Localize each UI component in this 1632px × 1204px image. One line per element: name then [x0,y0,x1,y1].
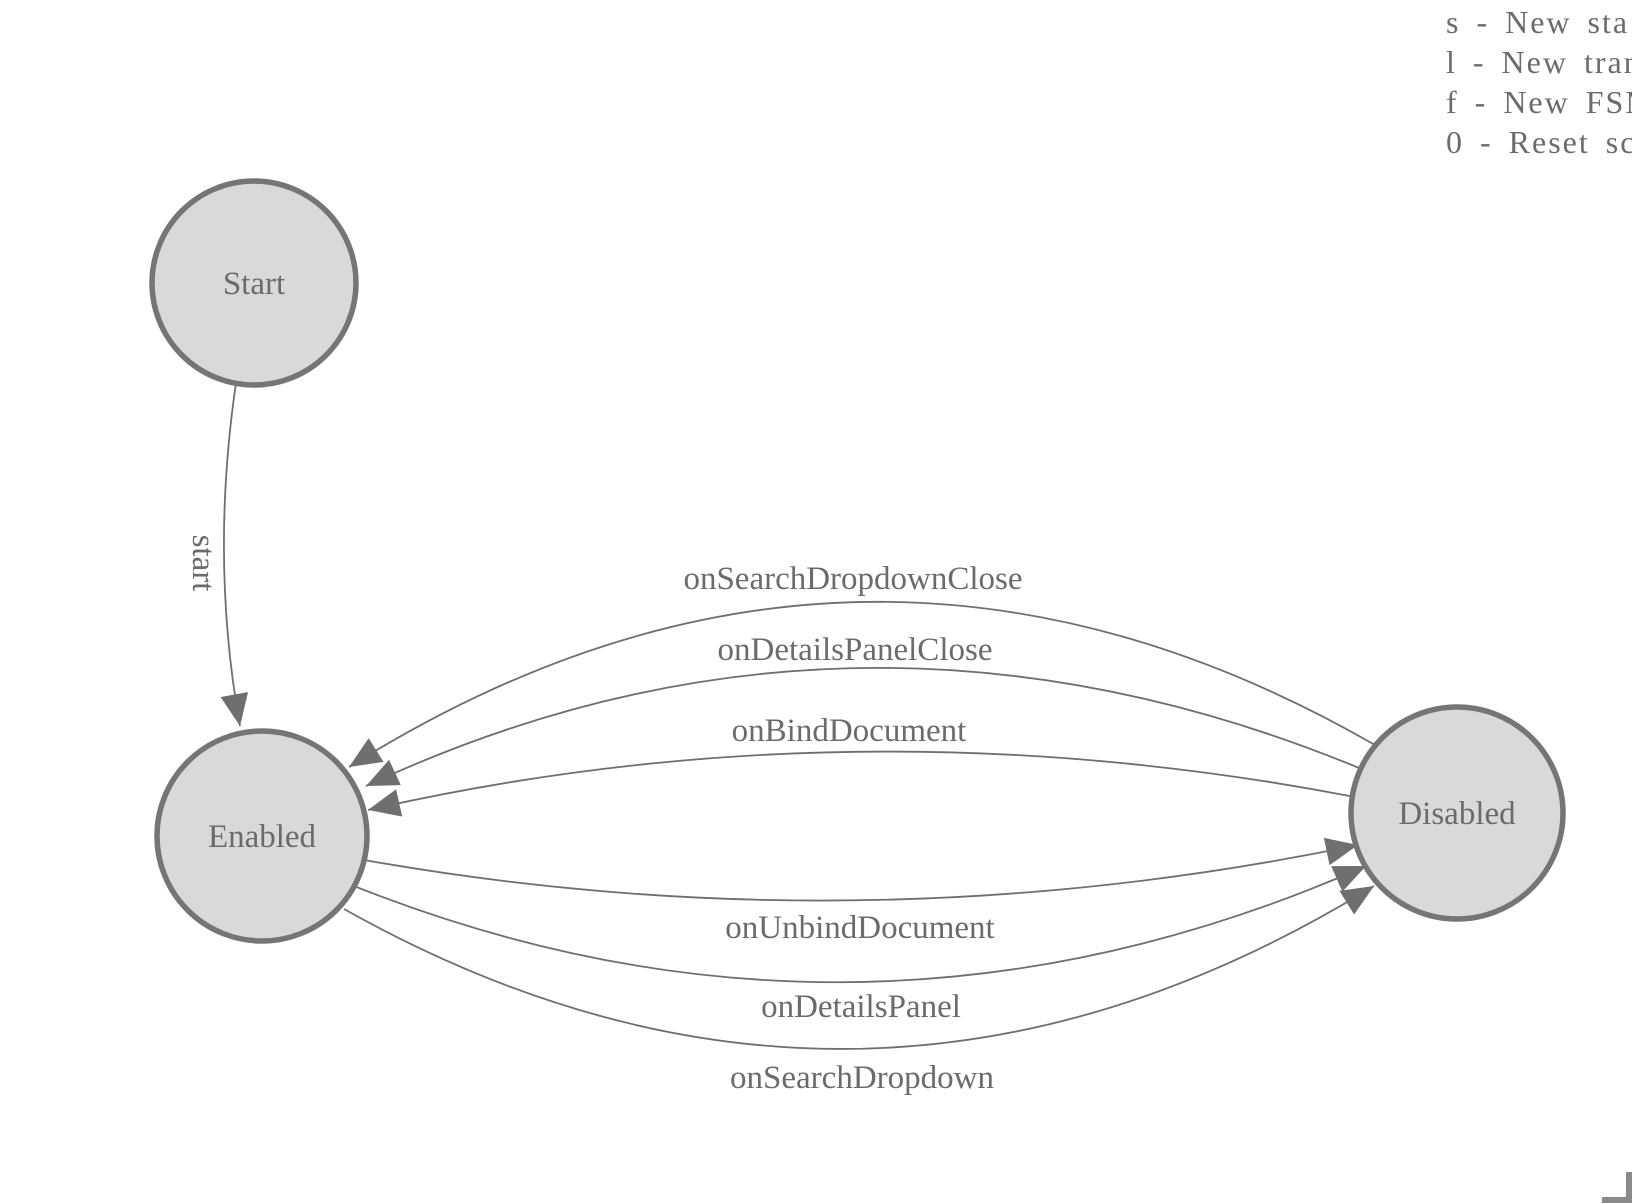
legend-line-new-transition: l - New tran [1446,44,1632,80]
transition-label-start: start [185,535,221,592]
transition-label-onsearchdropdownclose: onSearchDropdownClose [683,561,1022,597]
state-label-start: Start [223,266,285,302]
transition-label-onunbinddocument: onUnbindDocument [725,910,994,946]
state-node-enabled[interactable] [154,728,370,944]
transition-edge-onunbinddocument[interactable] [363,837,1359,902]
transition-edge-start[interactable] [220,382,249,727]
transition-label-ondetailspanel: onDetailsPanel [761,989,961,1025]
legend-line-new-fsm: f - New FSM [1446,84,1632,120]
legend-line-reset: 0 - Reset sc [1446,124,1632,160]
transition-label-onbinddocument: onBindDocument [732,713,967,749]
transition-edge-onsearchdropdownclose[interactable] [348,600,1376,768]
canvas-corner-horizontal [1602,1197,1632,1203]
canvas-corner-vertical [1626,1172,1632,1203]
state-label-disabled: Disabled [1398,796,1516,832]
transition-edge-ondetailspanel[interactable] [353,865,1367,984]
legend-line-new-state: s - New sta [1446,4,1630,40]
transition-edge-onbinddocument[interactable] [367,750,1356,817]
shortcut-legend: s - New sta l - New tran f - New FSM 0 -… [1446,2,1632,162]
transition-edge-onsearchdropdown[interactable] [343,885,1375,1050]
state-label-enabled: Enabled [208,819,317,855]
transition-label-ondetailspanelclose: onDetailsPanelClose [718,632,993,668]
transition-edge-ondetailspanelclose[interactable] [365,666,1365,787]
transition-label-onsearchdropdown: onSearchDropdown [730,1060,994,1096]
state-node-disabled[interactable] [1348,704,1566,922]
state-node-start[interactable] [149,178,359,388]
